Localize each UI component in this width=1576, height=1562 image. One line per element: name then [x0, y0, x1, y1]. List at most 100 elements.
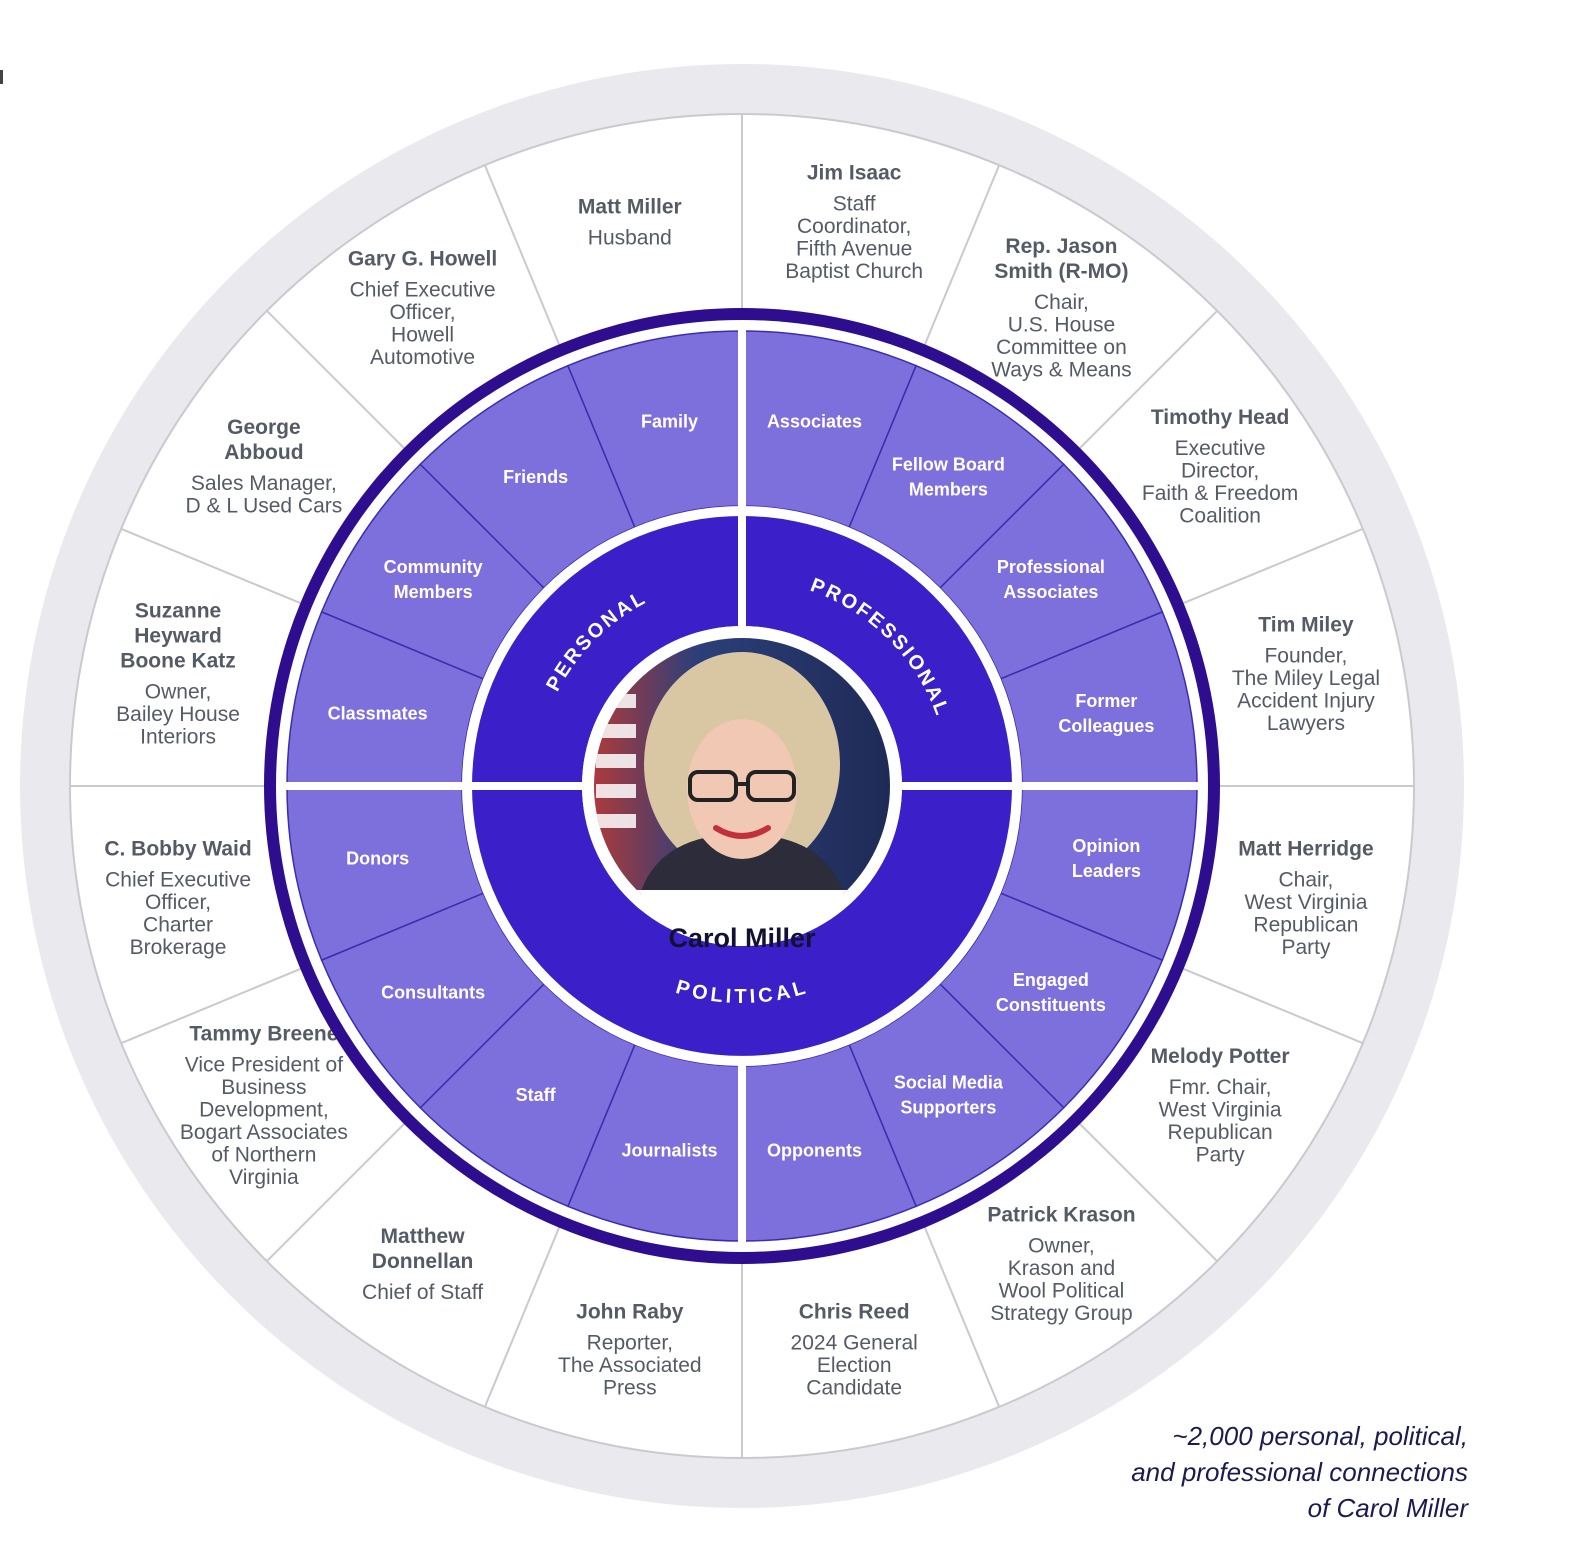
person-role: Chief of Staff [362, 1281, 483, 1304]
caption: ~2,000 personal, political, and professi… [1048, 1418, 1468, 1526]
segment-label: Members [394, 582, 473, 602]
segment-label: Opponents [767, 1140, 862, 1160]
person-name: Heyward [134, 625, 222, 648]
person-role: Bogart Associates [180, 1121, 348, 1144]
people-divider [120, 527, 301, 605]
segment-label: Friends [503, 467, 568, 487]
segment-label: Classmates [328, 704, 428, 724]
person-role: Fmr. Chair, [1169, 1076, 1272, 1099]
portrait-photo-icon [594, 638, 890, 894]
person-name: Suzanne [135, 600, 221, 623]
person-role: Press [603, 1377, 657, 1400]
segment-label: Colleagues [1058, 716, 1154, 736]
segment-label-classmates: Classmates [328, 704, 428, 724]
segment-label: Leaders [1072, 861, 1141, 881]
person-role: Owner, [145, 681, 212, 704]
person-role: Husband [588, 226, 672, 249]
segment-label: Former [1075, 691, 1137, 711]
person-role: Chief Executive [105, 869, 251, 892]
person-role: The Associated [558, 1354, 702, 1377]
caption-line: of Carol Miller [1307, 1493, 1468, 1523]
person-name: Matthew [381, 1225, 466, 1248]
segment-label-friends: Friends [503, 467, 568, 487]
segment-label: Journalists [622, 1140, 718, 1160]
person-name: Matt Herridge [1238, 838, 1373, 861]
person-role: Accident Injury [1237, 689, 1375, 712]
segment-label-associates: Associates [767, 412, 862, 432]
segment-label: Staff [516, 1085, 557, 1105]
person-role: West Virginia [1244, 891, 1367, 914]
person-role: Brokerage [130, 936, 227, 959]
center-name: Carol Miller [668, 923, 816, 953]
person-role: U.S. House [1008, 313, 1115, 336]
person-role: Business [221, 1076, 306, 1099]
segment-label: Members [909, 480, 988, 500]
segment-label-family: Family [641, 412, 698, 432]
person-name: Tim Miley [1258, 613, 1354, 636]
segment-label: Fellow Board [892, 455, 1005, 475]
segment-label: Professional [997, 557, 1105, 577]
person-role: Ways & Means [991, 358, 1131, 381]
person-name: Abboud [224, 441, 303, 464]
person-role: Chief Executive [350, 278, 496, 301]
person-role: Strategy Group [990, 1302, 1132, 1325]
segment-label-donors: Donors [346, 848, 409, 868]
person-role: Candidate [806, 1377, 902, 1400]
segment-label: Donors [346, 848, 409, 868]
person-role: Wool Political [999, 1280, 1125, 1303]
person-name: Matt Miller [578, 195, 682, 218]
person-name: Gary G. Howell [348, 247, 497, 270]
person-name: Melody Potter [1151, 1045, 1290, 1068]
person-role: Staff [833, 193, 876, 216]
person-name: Rep. Jason [1005, 235, 1117, 258]
segment-label: Family [641, 412, 698, 432]
people-divider [483, 1227, 561, 1408]
segment-label: Community [384, 557, 483, 577]
person-role: Officer, [145, 891, 211, 914]
people-divider [266, 1123, 405, 1262]
segment-label: Supporters [900, 1097, 996, 1117]
person-role: Founder, [1264, 644, 1347, 667]
segment-label: Constituents [996, 995, 1106, 1015]
person-name: Jim Isaac [807, 162, 902, 185]
person-name: Patrick Krason [987, 1204, 1135, 1227]
people-divider [1079, 310, 1218, 449]
category-personal [472, 516, 742, 786]
people-divider [923, 164, 1001, 345]
person-role: Republican [1253, 914, 1358, 937]
person-role: Fifth Avenue [796, 238, 912, 261]
person-role: Bailey House [116, 703, 240, 726]
people-divider [923, 1227, 1001, 1408]
person-role: Chair, [1279, 869, 1334, 892]
segment-label: Consultants [381, 982, 485, 1002]
center-portrait: Carol Miller [582, 626, 902, 953]
person-role: Virginia [229, 1166, 299, 1189]
person-role: Party [1196, 1143, 1246, 1166]
person-name: Smith (R-MO) [994, 260, 1128, 283]
person-role: of Northern [211, 1143, 316, 1166]
caption-line: ~2,000 personal, political, [1172, 1421, 1468, 1451]
person-role: Krason and [1008, 1257, 1115, 1280]
person-role: Officer, [389, 301, 455, 324]
person-role: Interiors [140, 726, 216, 749]
person-name: John Raby [576, 1301, 684, 1324]
